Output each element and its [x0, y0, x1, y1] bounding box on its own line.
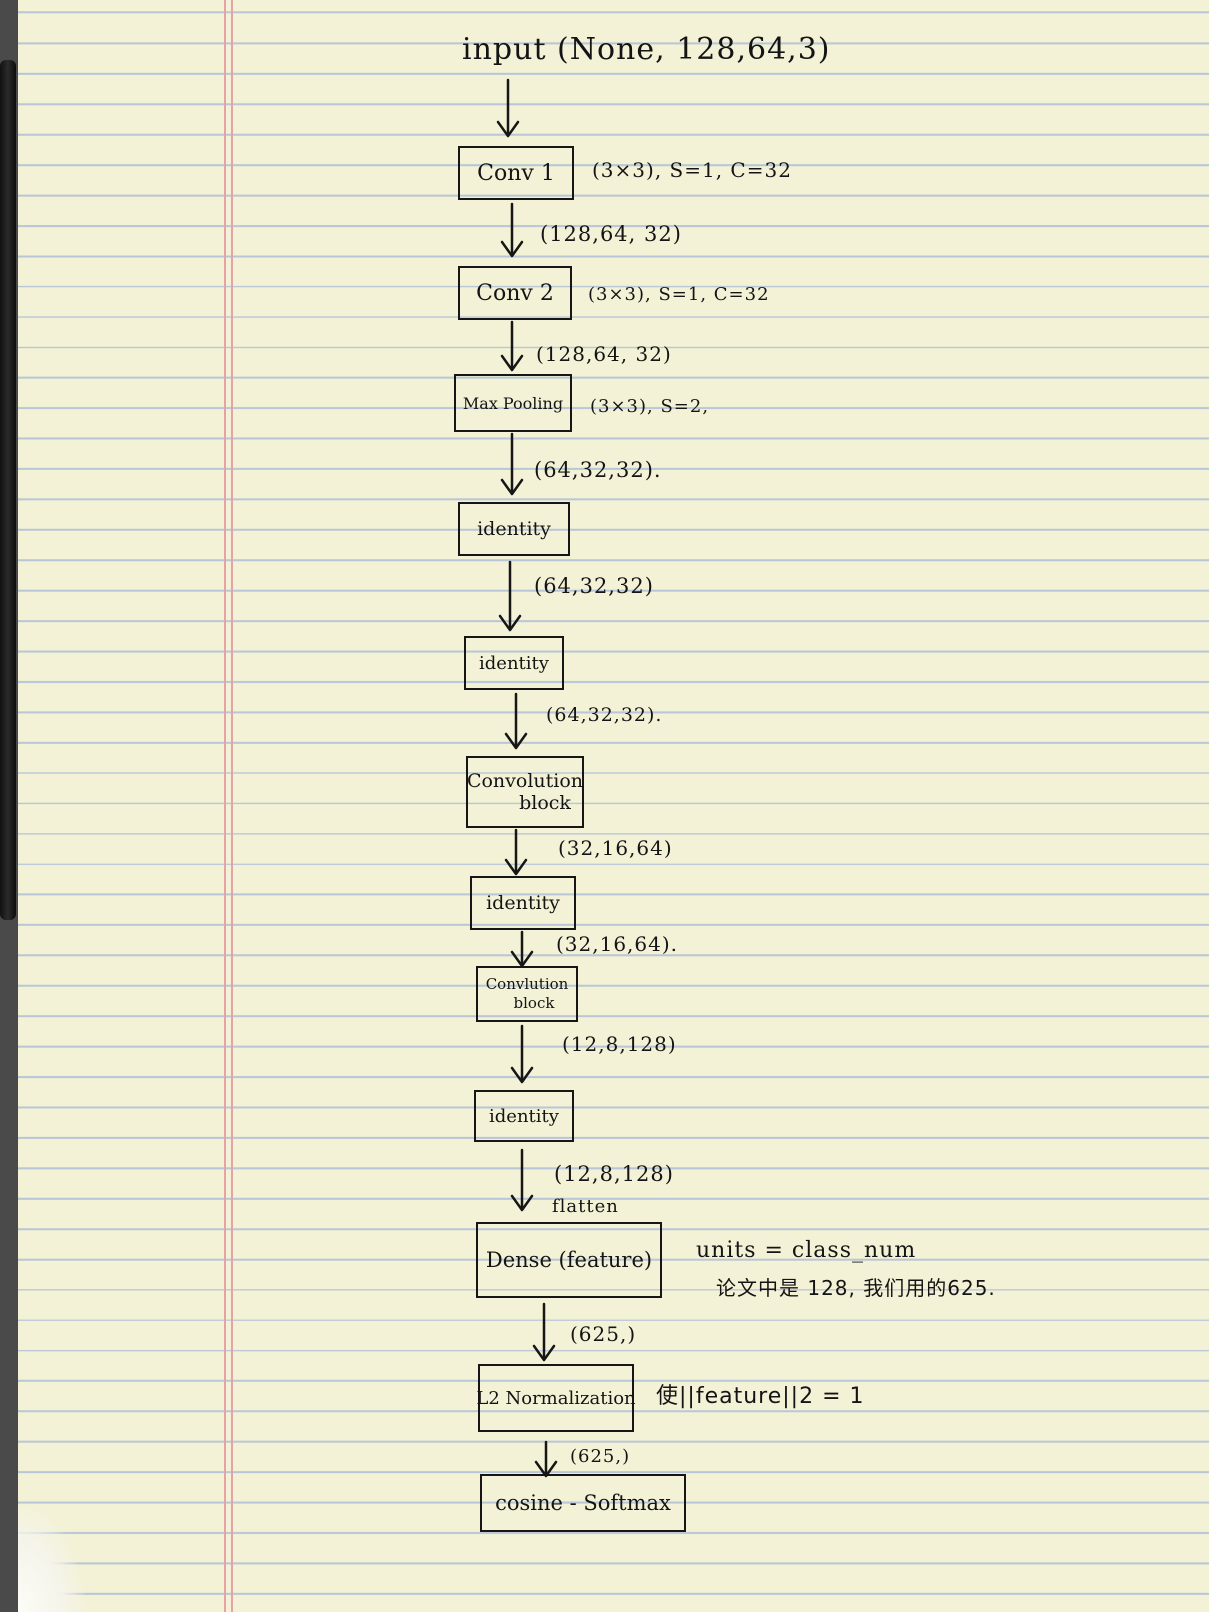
l2norm-output: (625,) [570, 1446, 631, 1467]
flow-arrow [500, 432, 524, 496]
maxpool-label: Max Pooling [462, 393, 564, 413]
conv-block1-label-line1: Convolution [466, 770, 584, 792]
maxpool-params: (3×3), S=2, [590, 396, 710, 417]
conv-block1-box: Convolution block [466, 756, 584, 828]
conv1-output: (128,64, 32) [540, 222, 682, 246]
flow-arrow [500, 320, 524, 372]
identity1-box: identity [458, 502, 570, 556]
conv-block1-label-line2: block [519, 792, 571, 814]
flow-arrow [496, 78, 520, 138]
dense-output: (625,) [570, 1322, 637, 1346]
dense-paper-note: 论文中是 128, 我们用的625. [716, 1276, 996, 1300]
conv2-box: Conv 2 [458, 266, 572, 320]
l2norm-label: L2 Normalization [476, 1387, 636, 1409]
conv1-box: Conv 1 [458, 146, 574, 200]
flow-arrow [510, 930, 534, 968]
flow-arrow [504, 828, 528, 876]
identity2-output: (64,32,32). [546, 704, 663, 726]
maxpool-output: (64,32,32). [534, 458, 662, 482]
notebook-paper [18, 0, 1209, 1612]
dense-box: Dense (feature) [476, 1222, 662, 1298]
identity4-box: identity [474, 1090, 574, 1142]
flow-arrow [498, 560, 522, 632]
flow-arrow [500, 202, 524, 258]
input-label: input (None, 128,64,3) [462, 32, 831, 67]
flow-arrow [510, 1148, 534, 1212]
flow-arrow [510, 1024, 534, 1084]
conv-block2-label-line1: Convlution [485, 975, 569, 993]
conv2-params: (3×3), S=1, C=32 [588, 284, 770, 305]
identity3-box: identity [470, 876, 576, 930]
cosine-softmax-label: cosine - Softmax [495, 1491, 671, 1515]
identity2-box: identity [464, 636, 564, 690]
pen [0, 60, 16, 920]
cosine-softmax-box: cosine - Softmax [480, 1474, 686, 1532]
conv2-output: (128,64, 32) [536, 342, 672, 366]
maxpool-box: Max Pooling [454, 374, 572, 432]
identity4-output: (12,8,128) [554, 1162, 674, 1186]
dense-units-note: units = class_num [696, 1238, 917, 1263]
conv2-label: Conv 2 [476, 280, 554, 306]
flow-arrow [534, 1440, 558, 1478]
flatten-note: flatten [552, 1196, 619, 1217]
identity1-label: identity [477, 518, 551, 540]
conv-block2-label-line2: block [513, 994, 555, 1012]
margin-line [224, 0, 226, 1612]
l2norm-note: 使||feature||2 = 1 [656, 1384, 865, 1409]
conv-block2-output: (12,8,128) [562, 1032, 677, 1056]
flow-arrow [532, 1302, 556, 1362]
dense-label: Dense (feature) [485, 1248, 653, 1272]
conv1-label: Conv 1 [477, 160, 555, 186]
identity2-label: identity [479, 652, 549, 674]
conv-block2-box: Convlution block [476, 966, 578, 1022]
paper-corner [18, 1500, 88, 1612]
conv1-params: (3×3), S=1, C=32 [592, 158, 792, 182]
l2norm-box: L2 Normalization [476, 1364, 636, 1432]
identity1-output: (64,32,32) [534, 574, 654, 598]
identity3-output: (32,16,64). [556, 932, 679, 956]
identity4-label: identity [489, 1105, 559, 1127]
flow-arrow [504, 692, 528, 750]
margin-line [231, 0, 233, 1612]
conv-block1-output: (32,16,64) [558, 836, 673, 860]
identity3-label: identity [486, 892, 560, 914]
